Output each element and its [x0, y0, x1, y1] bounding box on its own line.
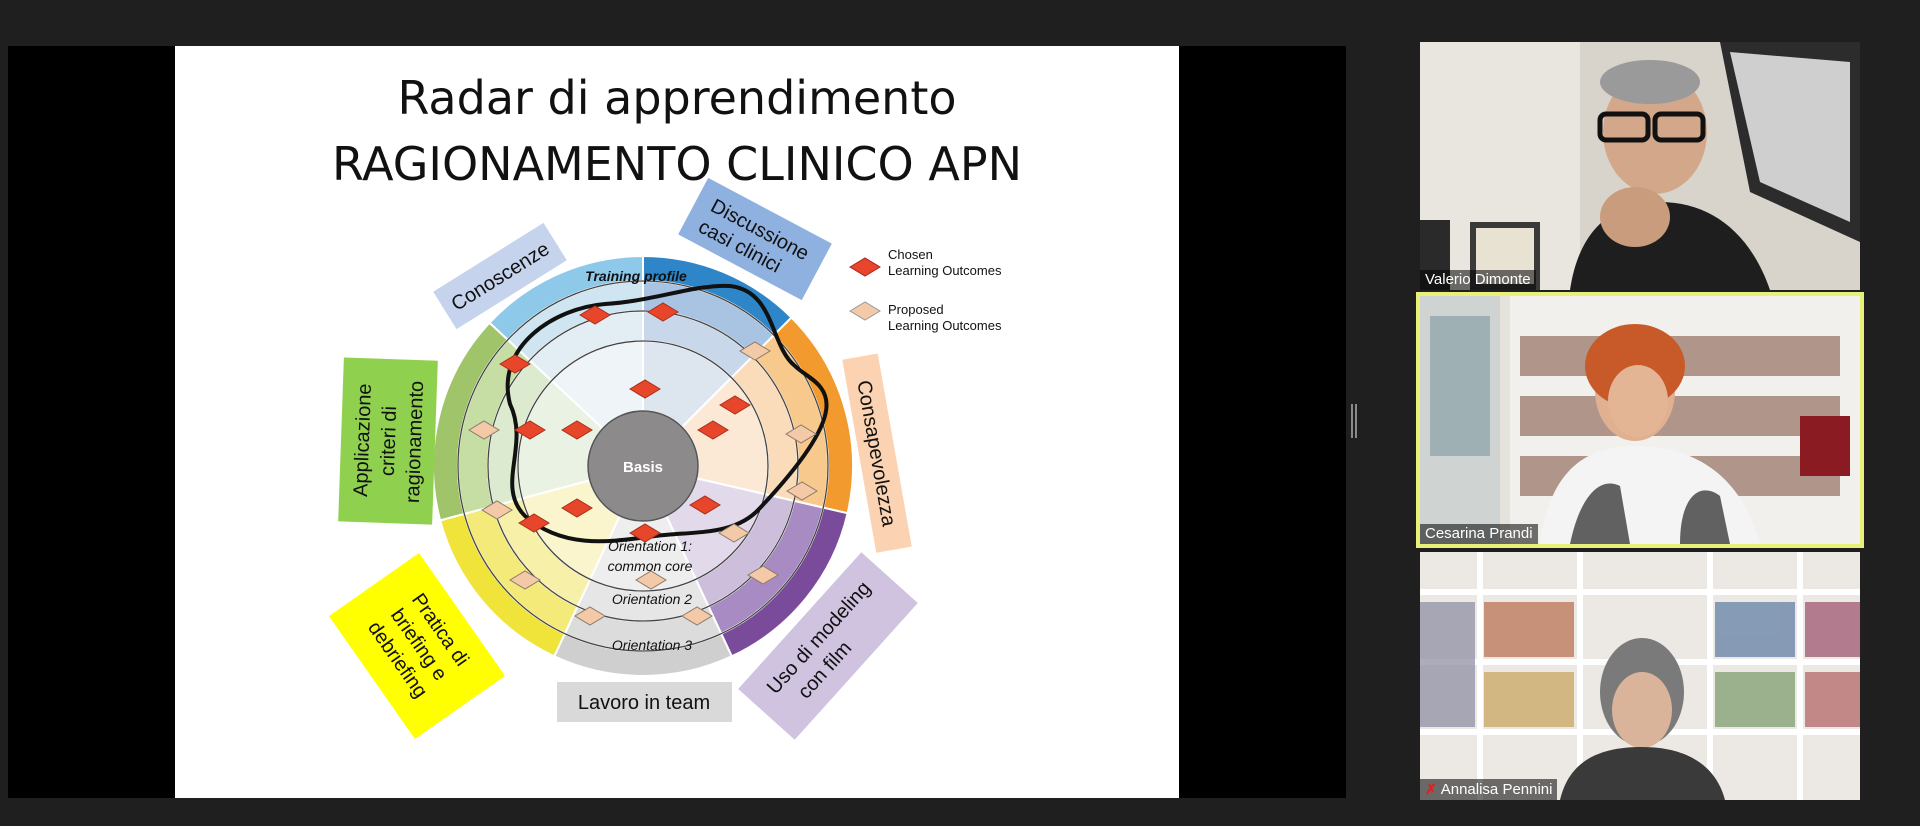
participant-tile[interactable]: Valerio Dimonte: [1420, 42, 1860, 290]
chosen-outcome-marker: [561, 420, 593, 440]
participant-tile[interactable]: ✗Annalisa Pennini: [1420, 552, 1860, 800]
learning-radar-diagram: Basis Training profile Orientation 1: co…: [328, 177, 1002, 740]
presentation-slide: Radar di apprendimento RAGIONAMENTO CLIN…: [175, 46, 1179, 798]
proposed-outcome-marker: [786, 481, 818, 501]
chosen-outcome-marker: [514, 420, 546, 440]
participant-video: [1420, 552, 1860, 800]
proposed-outcome-marker: [681, 606, 713, 626]
legend-chosen-marker: [849, 257, 881, 277]
chosen-outcome-marker: [518, 513, 550, 533]
participant-name: Cesarina Prandi: [1420, 524, 1538, 544]
chosen-outcome-marker: [499, 354, 531, 374]
participant-video: [1420, 296, 1860, 544]
chosen-outcome-marker: [719, 395, 751, 415]
svg-text:ragionamento: ragionamento: [402, 380, 428, 503]
proposed-outcome-marker: [509, 570, 541, 590]
basis-label: Basis: [623, 459, 663, 476]
basis-circle: [587, 410, 699, 522]
legend: Chosen Learning Outcomes Proposed Learni…: [849, 247, 1002, 333]
slide-title-line2: RAGIONAMENTO CLINICO APN: [332, 137, 1022, 191]
label-applicazione-criteri: Applicazione criteri di ragionamento: [338, 357, 438, 525]
legend-chosen-line1: Chosen: [888, 247, 933, 262]
proposed-outcome-marker: [635, 570, 667, 590]
orientation-1-label: Orientation 1:: [608, 538, 692, 554]
proposed-outcome-marker: [481, 500, 513, 520]
svg-text:criteri di: criteri di: [377, 406, 401, 477]
label-lavoro-in-team: Lavoro in team: [557, 682, 732, 722]
chosen-outcome-marker: [629, 379, 661, 399]
participant-name: Valerio Dimonte: [1420, 270, 1536, 290]
radar-ring: [457, 280, 829, 652]
proposed-outcome-marker: [785, 424, 817, 444]
training-profile-outline: [505, 283, 829, 544]
orientation-2-label: Orientation 2: [612, 591, 692, 607]
legend-proposed-marker: [849, 301, 881, 321]
orientation-3-label: Orientation 3: [612, 637, 692, 653]
proposed-outcome-marker: [747, 565, 779, 585]
chosen-outcome-marker: [579, 305, 611, 325]
proposed-outcome-marker: [468, 420, 500, 440]
label-pratica-briefing: Pratica di briefing e debriefing: [328, 553, 506, 739]
training-profile-label: Training profile: [585, 268, 687, 284]
chosen-outcome-marker: [561, 498, 593, 518]
participant-name: ✗Annalisa Pennini: [1420, 779, 1558, 800]
legend-proposed-line2: Learning Outcomes: [888, 318, 1002, 333]
participant-tile-active-speaker[interactable]: Cesarina Prandi: [1416, 292, 1864, 548]
proposed-outcome-marker: [739, 341, 771, 361]
mic-muted-icon: ✗: [1425, 781, 1437, 797]
chosen-outcome-marker: [647, 302, 679, 322]
chosen-outcome-marker: [697, 420, 729, 440]
panel-resize-handle[interactable]: [1351, 404, 1357, 438]
chosen-outcome-marker: [629, 523, 661, 543]
chosen-outcome-marker: [689, 495, 721, 515]
svg-text:Applicazione: Applicazione: [350, 383, 376, 497]
legend-proposed-line1: Proposed: [888, 302, 944, 317]
legend-chosen-line2: Learning Outcomes: [888, 263, 1002, 278]
proposed-outcome-marker: [718, 523, 750, 543]
participant-video: [1420, 42, 1860, 290]
proposed-outcome-marker: [574, 606, 606, 626]
svg-text:Lavoro in team: Lavoro in team: [578, 692, 710, 714]
radar-ring: [517, 340, 769, 592]
learning-outcome-markers: [468, 302, 818, 626]
orientation-1-sub-label: common core: [608, 558, 693, 574]
slide-title-line1: Radar di apprendimento: [397, 71, 957, 125]
